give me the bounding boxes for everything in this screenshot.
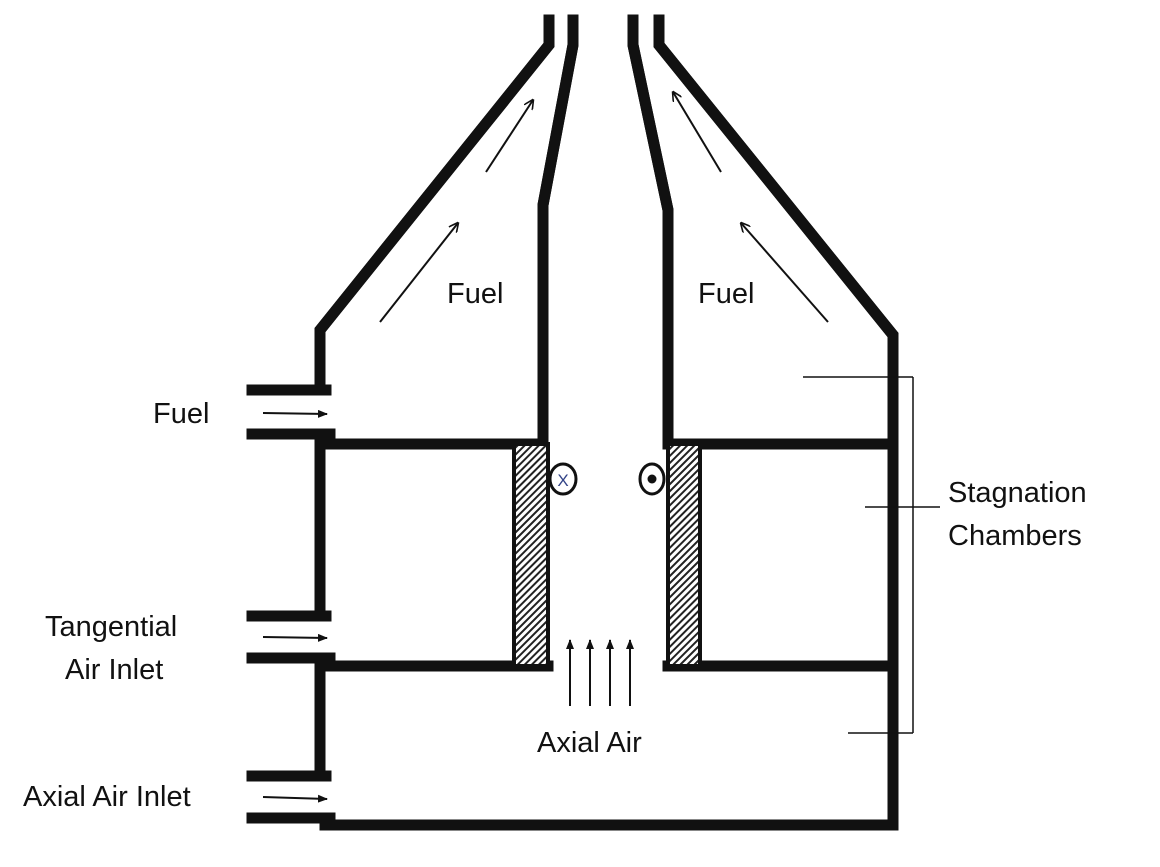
thick-blocks	[512, 442, 702, 668]
label-fuel-right: Fuel	[698, 278, 754, 310]
labels: Fuel Fuel Fuel Stagnation Chambers Tange…	[23, 278, 1087, 813]
label-tangential-1: Tangential	[45, 611, 177, 643]
fuel-arrow	[673, 92, 722, 173]
right-block	[666, 442, 702, 668]
label-tangential-2: Air Inlet	[65, 654, 163, 686]
fuel-inlet-arrow	[262, 409, 328, 418]
label-axial-inlet: Axial Air Inlet	[23, 781, 191, 813]
axial-inlet-arrow	[262, 794, 328, 803]
label-stagnation-2: Chambers	[948, 520, 1082, 552]
fuel-arrow	[379, 223, 458, 323]
walls	[246, 14, 899, 831]
label-fuel-inlet: Fuel	[153, 398, 209, 430]
into-page-x: X	[557, 471, 568, 490]
left-outer-wall	[314, 14, 555, 396]
flow-arrows	[262, 92, 829, 803]
label-axial-air: Axial Air	[537, 727, 642, 759]
label-fuel-left: Fuel	[447, 278, 503, 310]
left-block	[512, 442, 550, 668]
label-stagnation-1: Stagnation	[948, 477, 1087, 509]
fuel-arrow	[741, 223, 829, 323]
rotation-symbols: X	[548, 462, 666, 496]
fuel-arrow	[485, 100, 533, 173]
stagnation-bracket	[803, 376, 940, 734]
tangential-inlet-arrow	[262, 633, 328, 642]
into-page-icon	[548, 462, 578, 496]
